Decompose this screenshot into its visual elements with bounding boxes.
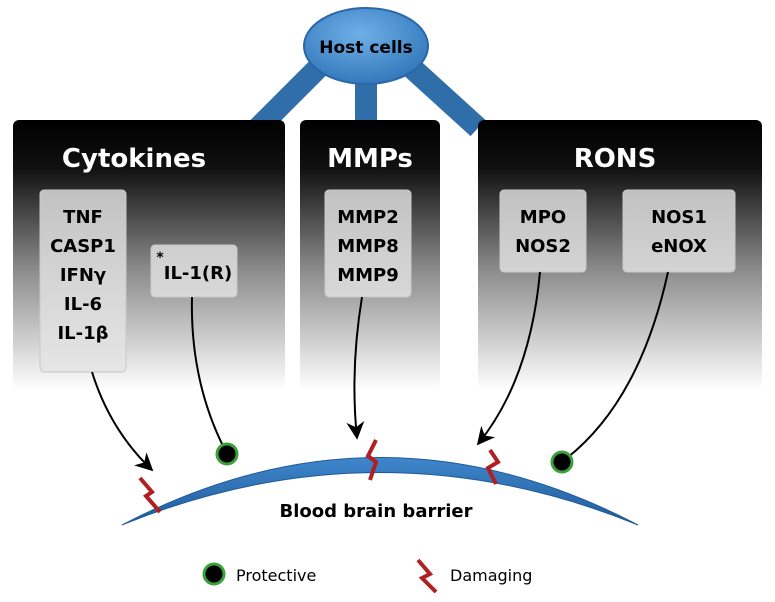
il1r-label: IL-1(R)	[164, 263, 232, 284]
damaging-marker	[485, 448, 501, 485]
host-cells-label: Host cells	[319, 38, 412, 58]
line-il1r-protective	[190, 296, 225, 449]
mmp-item: MMP9	[337, 265, 399, 286]
connector-rons	[404, 59, 486, 137]
host-cells-node	[303, 7, 429, 85]
legend-protective-label: Protective	[236, 566, 316, 585]
panel-rons	[478, 120, 762, 390]
panel-title-rons: RONS	[574, 144, 657, 174]
mmp-item: MMP2	[337, 207, 399, 228]
legend-protective-icon	[202, 562, 226, 586]
cytokine-item: IL-6	[64, 294, 102, 315]
protective-marker	[215, 442, 239, 466]
barrier-label: Blood brain barrier	[280, 501, 473, 522]
damaging-marker	[138, 476, 162, 514]
cytokine-item: TNF	[63, 207, 103, 228]
panel-title-cytokines: Cytokines	[62, 144, 206, 174]
arrow-mmps-damaging	[346, 296, 365, 440]
cytokine-item: IFNγ	[60, 265, 106, 286]
legend: Protective Damaging	[202, 558, 532, 594]
legend-damaging-label: Damaging	[450, 566, 532, 585]
rons-item: NOS2	[515, 236, 571, 257]
arrow-cytokines-damaging	[91, 371, 154, 472]
cytokine-item: IL-1β	[57, 323, 108, 344]
damaging-marker	[365, 439, 379, 481]
rons-item: NOS1	[651, 207, 707, 228]
box-cytokines-damaging	[39, 189, 127, 373]
mmp-item: MMP8	[337, 236, 399, 257]
cytokine-item: CASP1	[50, 236, 116, 257]
il1r-asterisk: *	[156, 250, 164, 266]
panel-title-mmps: MMPs	[327, 144, 413, 174]
box-cytokines-protective	[150, 244, 238, 298]
arrow-rons-damaging	[476, 271, 541, 446]
box-mmps	[324, 189, 412, 298]
connector-cytokines	[250, 60, 326, 136]
line-rons-protective	[566, 271, 669, 459]
legend-damaging-icon	[416, 558, 438, 594]
rons-item: eNOX	[651, 236, 707, 257]
box-rons-damaging	[499, 189, 587, 273]
blood-brain-barrier	[121, 457, 639, 526]
box-rons-protective	[622, 189, 736, 273]
rons-item: MPO	[520, 207, 566, 228]
protective-marker	[550, 450, 574, 474]
